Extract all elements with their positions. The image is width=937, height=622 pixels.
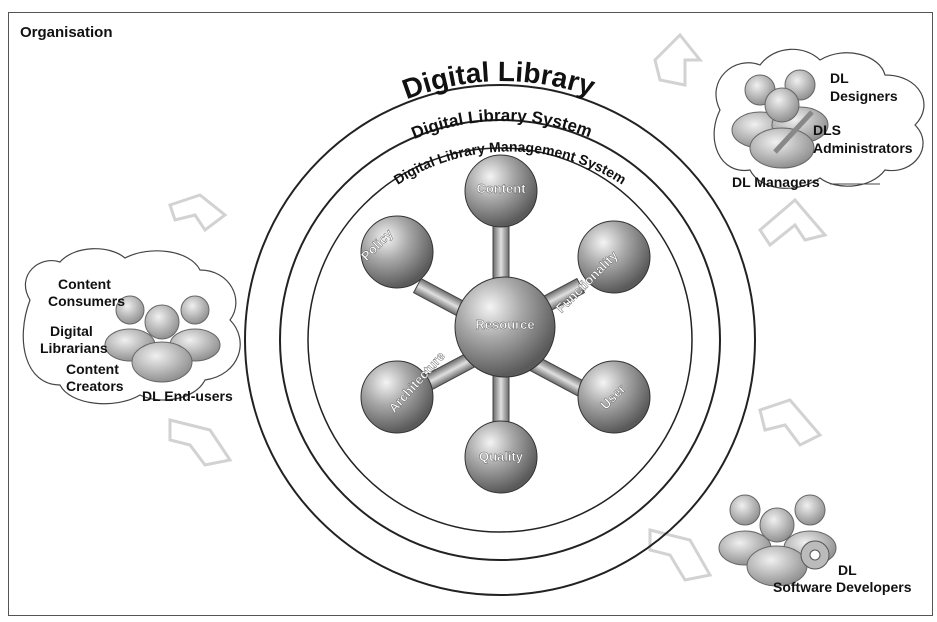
dlms-ring [307, 147, 693, 533]
sphere-policy [360, 215, 434, 289]
ring-label-middle: Digital Library System [409, 106, 595, 143]
recycle-arrow-icon [168, 418, 233, 467]
recycle-arrow-icon [653, 32, 704, 87]
ring-label-outer: Digital Library [398, 56, 599, 105]
gear-icon [800, 540, 830, 570]
recycle-arrow-icon [648, 528, 713, 582]
organisation-frame [8, 12, 933, 616]
label-digital-librarians-2: Librarians [40, 340, 108, 356]
sphere-architecture [360, 360, 434, 434]
label-dls-admins-1: DLS [813, 122, 841, 138]
sphere-functionality [577, 220, 651, 294]
recycle-arrow-icon [168, 193, 228, 233]
label-dl-software-1: DL [838, 562, 857, 578]
digital-library-ring [244, 84, 756, 596]
spheres [360, 154, 651, 494]
spoke-label-content: Content [476, 181, 526, 196]
recycle-arrow-icon [758, 197, 828, 248]
label-dl-end-users: DL End-users [142, 388, 233, 404]
label-content-consumers-2: Consumers [48, 293, 126, 309]
sphere-quality [464, 420, 538, 494]
label-dl-software-2: Software Developers [773, 579, 912, 595]
sphere-resource [454, 276, 556, 378]
label-dl-designers-1: DL [830, 70, 849, 86]
label-dl-managers: DL Managers [732, 174, 820, 190]
developers-people-icon [718, 494, 837, 587]
sphere-user [577, 360, 651, 434]
label-content-consumers-1: Content [58, 276, 111, 292]
label-content-creators-2: Creators [66, 378, 124, 394]
label-digital-librarians-1: Digital [50, 323, 93, 339]
end-users-people-icon [104, 295, 221, 383]
label-dls-admins-2: Administrators [813, 140, 913, 156]
recycle-arrow-icon [758, 398, 823, 447]
label-dl-designers-2: Designers [830, 88, 898, 104]
pencil-icon [773, 110, 814, 154]
hub-label: Resource [475, 317, 534, 332]
digital-library-system-ring [279, 119, 721, 561]
organisation-label: Organisation [20, 24, 113, 41]
label-content-creators-1: Content [66, 361, 119, 377]
spoke-label-quality: Quality [479, 449, 524, 464]
recycle-arrows [168, 32, 828, 582]
sphere-content [464, 154, 538, 228]
